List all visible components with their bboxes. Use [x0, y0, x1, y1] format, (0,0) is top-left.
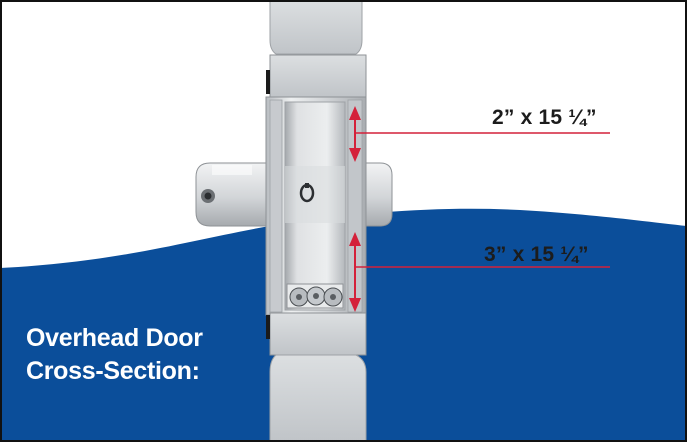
dimension-arrow-top: [349, 106, 610, 162]
top-seal: [266, 70, 270, 94]
hinge-pin-icon: [201, 189, 215, 203]
caption: Overhead Door Cross-Section:: [26, 322, 203, 388]
top-block: [269, 54, 367, 98]
bottom-post: [269, 354, 367, 442]
dimension-label-bottom: 3” x 15 ¼”: [484, 243, 589, 266]
top-post: [269, 0, 363, 55]
caption-line-1: Overhead Door: [26, 324, 203, 352]
dimension-label-top: 2” x 15 ¼”: [492, 106, 597, 129]
dimension-arrow-bottom: [349, 232, 610, 312]
bolt-icon: [299, 183, 315, 203]
bottom-seal: [266, 315, 270, 339]
caption-line-2: Cross-Section:: [26, 357, 200, 385]
roller-bearing-icon: [286, 283, 344, 309]
shaft-overlap: [285, 166, 345, 223]
bottom-block: [269, 312, 367, 356]
